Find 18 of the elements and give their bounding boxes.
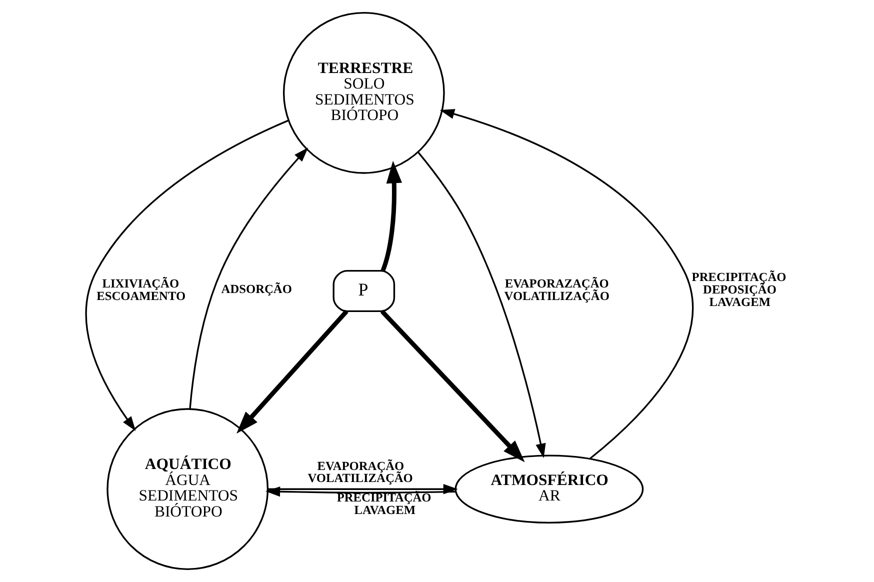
edge-label: PRECIPITAÇÃO LAVAGEM [336, 490, 431, 517]
edge-label: EVAPORAÇÃO VOLATILIZAÇÃO [307, 458, 412, 486]
node-ellipse: ATMOSFÉRICO AR [454, 454, 644, 524]
arrow [236, 310, 348, 434]
arrow [417, 152, 546, 458]
node-box: P [332, 270, 395, 312]
node-circle: AQUÁTICO ÁGUA SEDIMENTOS BIÓTOPO [106, 408, 268, 570]
edge-label: PRECIPITAÇÃO DEPOSIÇÃO LAVAGEM [691, 270, 786, 309]
arrow [264, 486, 455, 497]
node-circle: TERRESTRE SOLO SEDIMENTOS BIÓTOPO [282, 12, 444, 174]
arrow [439, 108, 694, 460]
edge-label: LIXIVIAÇÃO ESCOAMENTO [96, 276, 186, 303]
edge-label: EVAPORAZAÇÃO VOLATILIZAÇÃO [504, 276, 609, 303]
arrow [188, 147, 308, 409]
edge-label: ADSORÇÃO [220, 282, 292, 296]
arrow [84, 120, 288, 432]
arrow [380, 160, 402, 272]
arrow [380, 310, 524, 462]
